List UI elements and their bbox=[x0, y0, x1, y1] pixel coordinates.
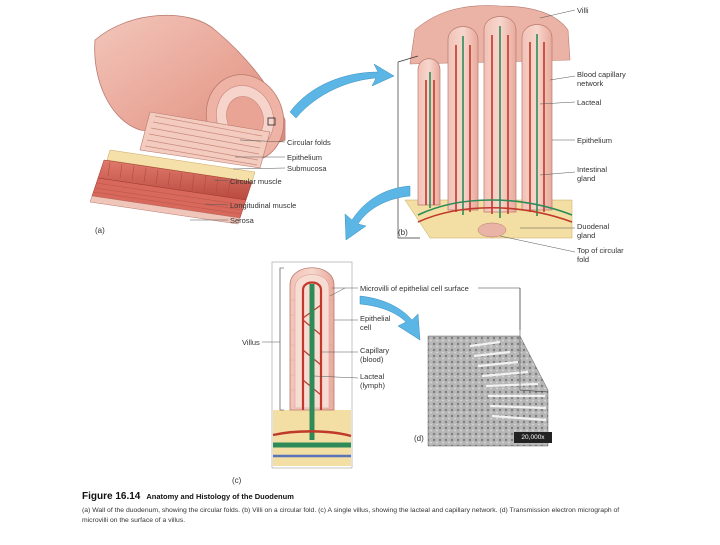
label-blood-capillary-network: Blood capillary network bbox=[577, 70, 626, 88]
single-villus bbox=[262, 261, 359, 469]
label-serosa: Serosa bbox=[230, 216, 254, 225]
villi-block bbox=[397, 5, 576, 253]
label-circular-folds: Circular folds bbox=[287, 138, 331, 147]
panel-letter-b: (b) bbox=[398, 228, 408, 237]
figure-title: Figure 16.14 Anatomy and Histology of the… bbox=[82, 491, 294, 502]
label-intestinal-gland: Intestinal gland bbox=[577, 165, 608, 183]
label-epithelium-b: Epithelium bbox=[577, 136, 613, 145]
figure-heading: Anatomy and Histology of the Duodenum bbox=[146, 492, 294, 501]
label-epithelial-cell: Epithelial cell bbox=[360, 314, 391, 332]
label-lacteal-c: Lacteal (lymph) bbox=[360, 372, 386, 390]
label-circular-muscle: Circular muscle bbox=[230, 177, 282, 186]
panel-letter-a: (a) bbox=[95, 226, 105, 235]
label-top-of-circular-fold: Top of circular fold bbox=[577, 246, 624, 264]
microvilli-micrograph bbox=[427, 287, 549, 447]
label-capillary: Capillary (blood) bbox=[360, 346, 390, 364]
label-longitudinal-muscle: Longitudinal muscle bbox=[230, 201, 297, 210]
panel-letter-c: (c) bbox=[232, 476, 242, 485]
duodenum-tube bbox=[89, 14, 286, 225]
figure-number: Figure 16.14 bbox=[82, 491, 141, 502]
magnification-label: 20,000x bbox=[514, 432, 552, 443]
label-villus: Villus bbox=[242, 338, 260, 347]
panel-letter-d: (d) bbox=[414, 434, 424, 443]
label-villi: Villi bbox=[577, 6, 589, 15]
arrow-b-to-c bbox=[344, 185, 411, 241]
label-epithelium-a: Epithelium bbox=[287, 153, 323, 162]
arrow-c-to-d bbox=[359, 295, 421, 341]
arrow-a-to-b bbox=[289, 63, 395, 119]
label-microvilli: Microvilli of epithelial cell surface bbox=[360, 284, 469, 293]
label-lacteal-b: Lacteal bbox=[577, 98, 602, 107]
figure-caption: (a) Wall of the duodenum, showing the ci… bbox=[82, 507, 620, 524]
label-duodenal-gland: Duodenal gland bbox=[577, 222, 610, 240]
label-submucosa: Submucosa bbox=[287, 164, 327, 173]
